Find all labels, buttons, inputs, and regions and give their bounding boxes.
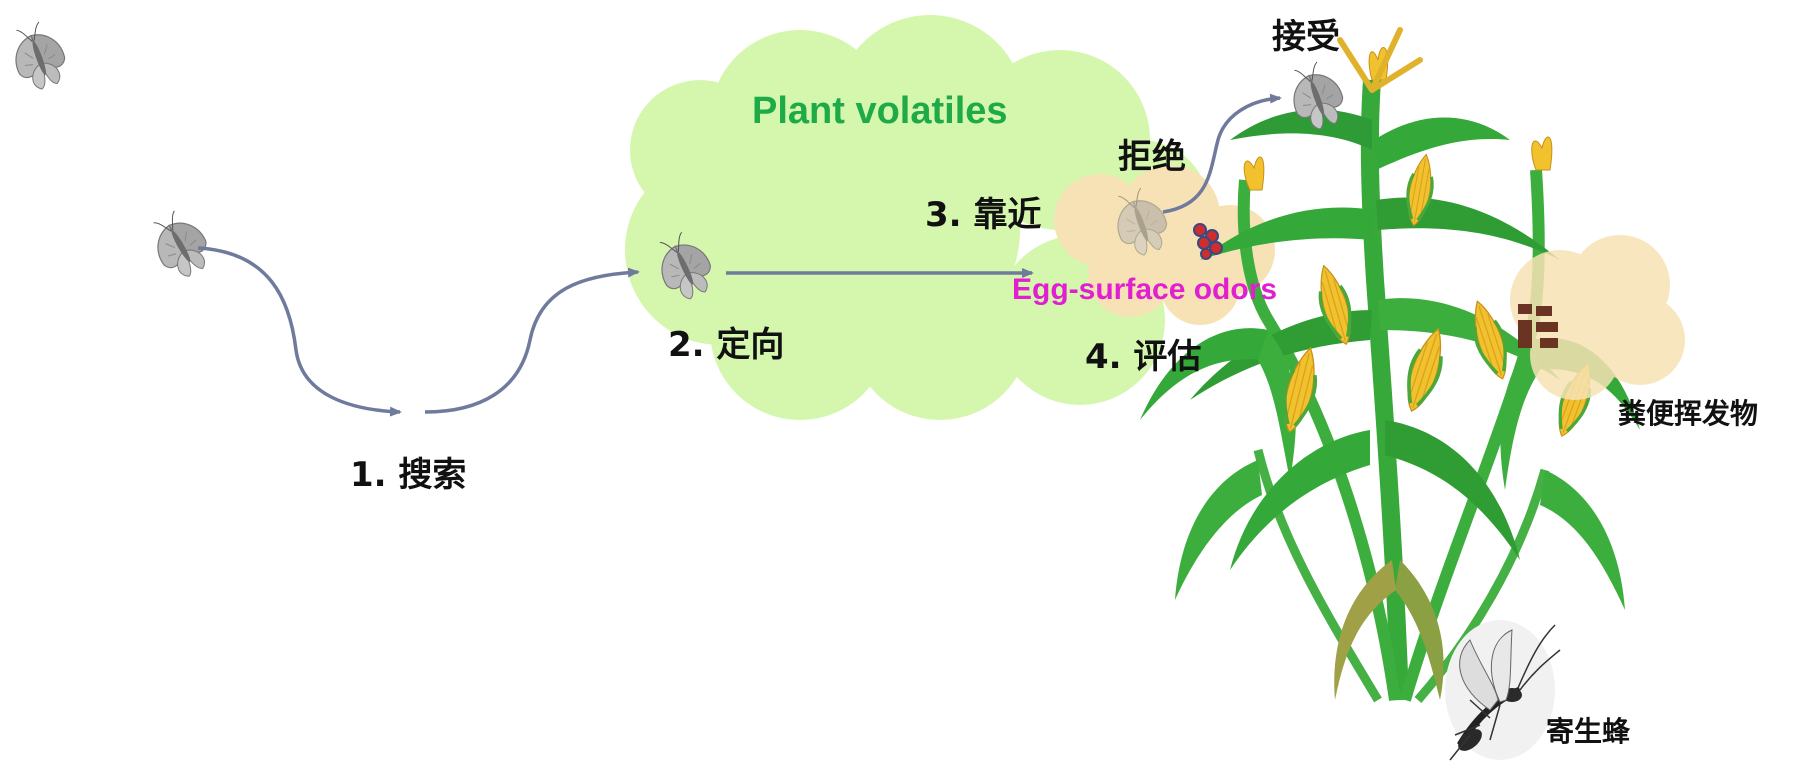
moth-icon [142, 204, 218, 285]
parasitoid-wasp-icon [1445, 620, 1561, 761]
moth-icon [4, 17, 73, 96]
label-step1-search: 1. 搜索 [350, 455, 467, 495]
plant-volatiles-cloud [625, 15, 1210, 420]
egg-cluster-icon [1193, 223, 1223, 260]
label-step4-evaluate: 4. 评估 [1085, 337, 1202, 377]
corn-plant-icon [1140, 27, 1640, 703]
accept-arrow [1162, 93, 1282, 214]
label-reject: 拒绝 [1118, 137, 1186, 177]
label-plant-volatiles: Plant volatiles [752, 90, 1008, 132]
label-parasitoid-wasp: 寄生蜂 [1546, 715, 1631, 748]
search-arrow-1 [197, 246, 402, 417]
frass-icon [1518, 304, 1558, 348]
frass-volatiles-cloud [1510, 235, 1685, 400]
label-egg-surface-odors: Egg-surface odors [1012, 273, 1278, 306]
label-step2-orientation: 2. 定向 [668, 325, 785, 365]
search-arrow-2 [424, 267, 640, 414]
label-frass-volatiles: 粪便挥发物 [1618, 397, 1759, 430]
label-step3-approach: 3. 靠近 [925, 195, 1042, 235]
label-accept: 接受 [1272, 17, 1340, 57]
